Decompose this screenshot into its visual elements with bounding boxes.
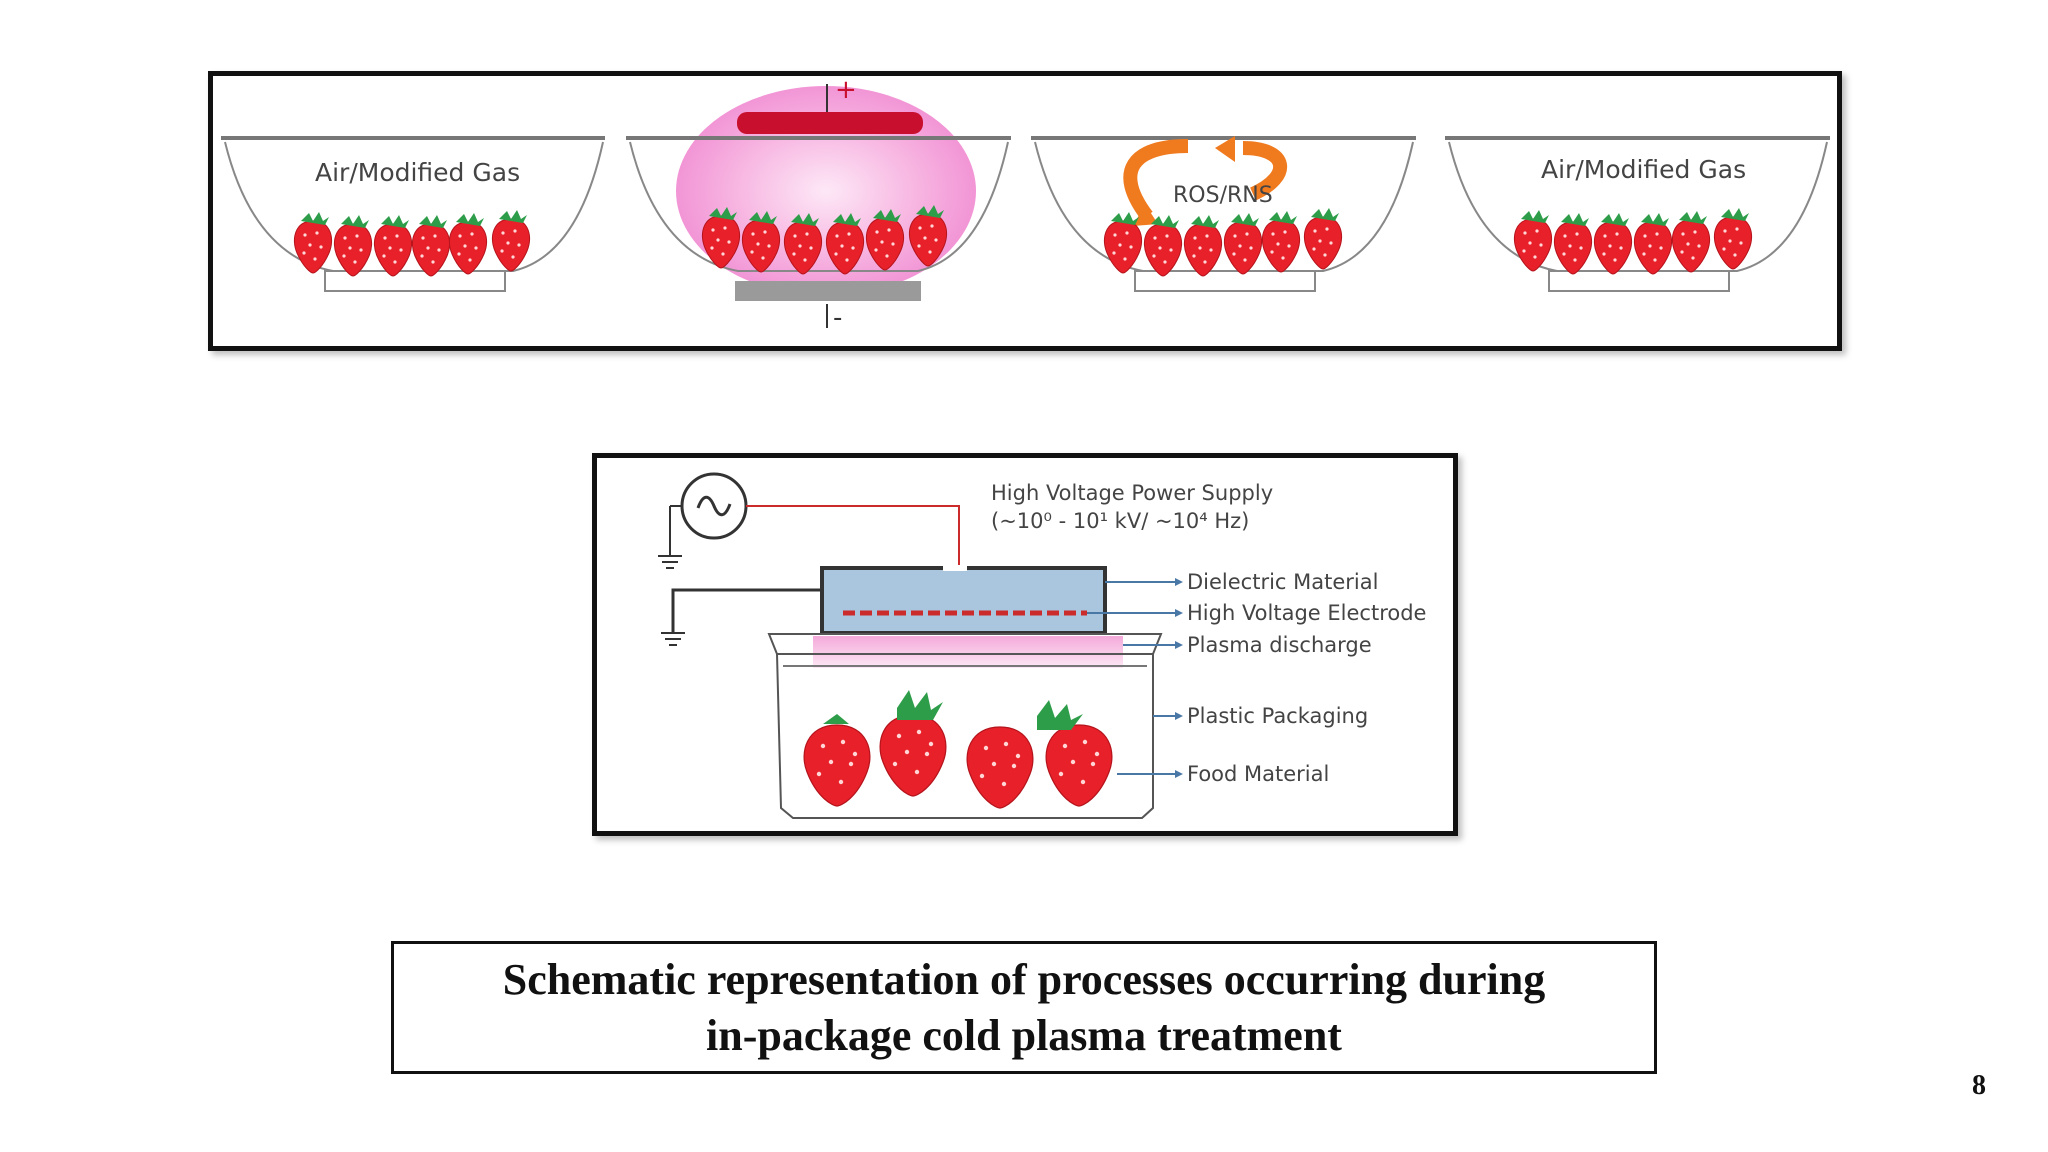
plasma-process-panel: Air/Modified Gas + - ROS [208,71,1842,351]
ros-arrow-left [1123,139,1189,221]
plasma-discharge [813,636,1123,668]
bowl-untreated: Air/Modified Gas [221,136,605,292]
power-supply-range: (~10⁰ - 10¹ kV/ ~10⁴ Hz) [991,509,1249,533]
dbd-setup-panel: High Voltage Power Supply (~10⁰ - 10¹ kV… [592,453,1458,836]
negative-electrode [735,281,921,301]
caption-line-1: Schematic representation of processes oc… [502,954,1546,1004]
bowl-ros-rns: ROS/RNS [1031,136,1416,292]
positive-sign: + [835,76,857,105]
bowl-treated: Air/Modified Gas [1445,136,1830,292]
bowl1-label: Air/Modified Gas [315,158,520,187]
caption-line-2: in-package cold plasma treatment [706,1010,1342,1060]
bowl-plasma: + - [626,76,1011,333]
process-illustration: Air/Modified Gas + - ROS [221,76,1830,333]
negative-sign: - [833,303,842,333]
packaging-label: Plastic Packaging [1187,704,1368,728]
ros-arrow-right [1242,141,1287,201]
dbd-setup-illustration: High Voltage Power Supply (~10⁰ - 10¹ kV… [658,472,1426,819]
dielectric-block [820,566,1107,635]
bowl4-label: Air/Modified Gas [1541,155,1746,184]
ros-rns-label: ROS/RNS [1173,183,1273,208]
positive-electrode [737,112,923,134]
electrode-label: High Voltage Electrode [1187,601,1426,625]
plastic-package [776,653,1154,819]
page-number: 8 [1972,1070,1986,1101]
power-supply-label: High Voltage Power Supply [991,481,1273,505]
figure-caption: Schematic representation of processes oc… [391,941,1657,1074]
plasma-label: Plasma discharge [1187,633,1372,657]
food-label: Food Material [1187,762,1329,786]
dielectric-label: Dielectric Material [1187,570,1378,594]
